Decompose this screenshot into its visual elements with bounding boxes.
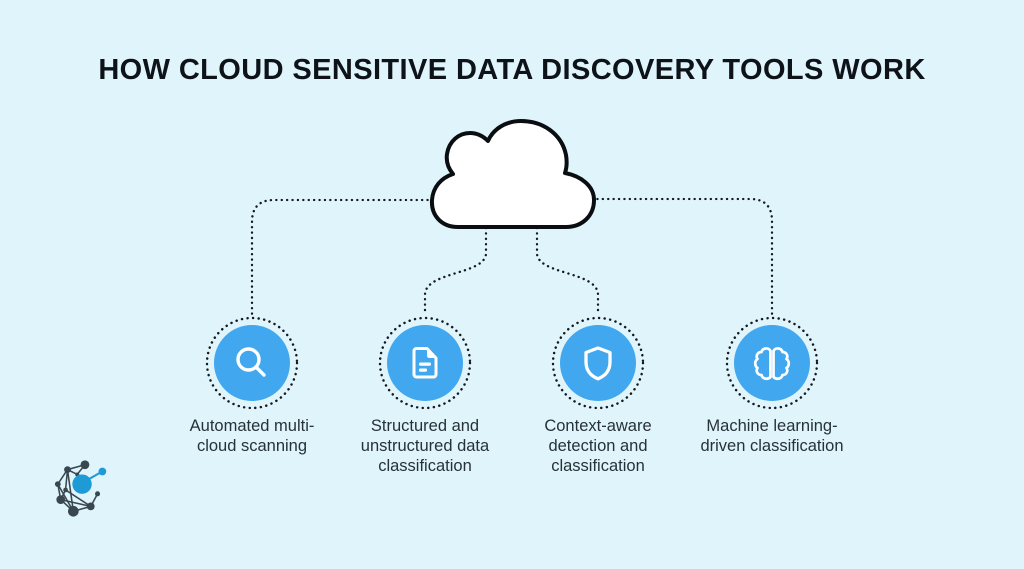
node-label-context-aware-detection: Context-aware detection and classificati… (544, 417, 652, 476)
connector-2 (423, 226, 488, 316)
node-label-machine-learning-classification: Machine learning- driven classification (700, 417, 844, 456)
connector-lines (250, 197, 774, 316)
node-circle-1 (214, 325, 290, 401)
cloud-shape (429, 119, 596, 229)
ring-3 (551, 316, 645, 410)
brain-icon (753, 347, 791, 381)
shield-icon (584, 346, 612, 381)
connector-3 (535, 226, 600, 316)
page-title: HOW CLOUD SENSITIVE DATA DISCOVERY TOOLS… (98, 54, 926, 86)
logo-blue-node (72, 467, 107, 494)
search-icon (236, 347, 266, 377)
connector-4 (590, 197, 774, 316)
dotted-rings (205, 316, 819, 410)
node-label-structured-unstructured-classification: Structured and unstructured data classif… (360, 417, 490, 476)
node-circles (214, 325, 810, 401)
connector-1 (250, 198, 435, 316)
node-circle-3 (560, 325, 636, 401)
document-icon (412, 347, 438, 379)
network-logo-icon (54, 460, 107, 517)
ring-1 (205, 316, 299, 410)
node-label-automated-multi-cloud-scanning: Automated multi- cloud scanning (189, 417, 315, 456)
ring-4 (725, 316, 819, 410)
ring-2 (378, 316, 472, 410)
node-circle-4 (734, 325, 810, 401)
